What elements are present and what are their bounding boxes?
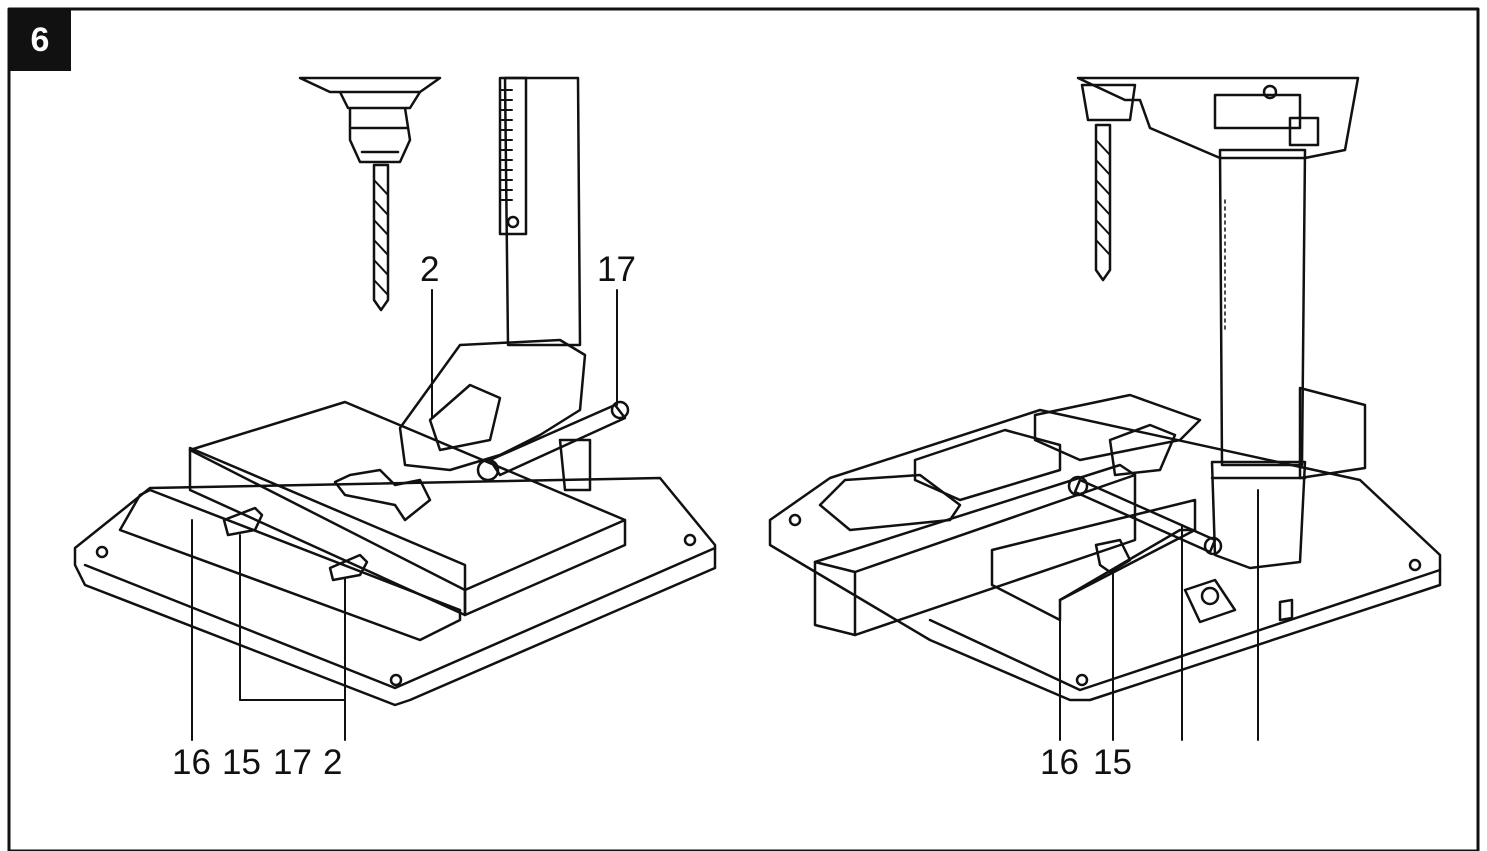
left-leader-lines bbox=[191, 289, 618, 741]
callout-label: 16 bbox=[172, 743, 211, 782]
left-base-plate bbox=[73, 476, 717, 707]
callout-label: 2 bbox=[420, 250, 440, 289]
right-chuck bbox=[1080, 83, 1137, 122]
callout-label: 17 bbox=[273, 743, 312, 782]
right-leader-lines bbox=[1059, 489, 1259, 741]
left-rack bbox=[498, 76, 528, 236]
right-back-block bbox=[1298, 386, 1367, 480]
figure-number-badge: 6 bbox=[9, 9, 71, 71]
right-workpiece bbox=[813, 463, 1137, 637]
left-column bbox=[503, 76, 582, 347]
right-column bbox=[1218, 148, 1307, 467]
left-drill-press-view bbox=[73, 76, 717, 707]
left-drill-bit bbox=[372, 163, 390, 312]
right-drill-press-view bbox=[768, 76, 1442, 702]
callout-label: 15 bbox=[1093, 743, 1132, 782]
right-clamp-knob bbox=[1094, 538, 1132, 574]
callout-label: 16 bbox=[1040, 743, 1079, 782]
left-clamp-rod bbox=[488, 403, 627, 477]
left-clamp-knob-2 bbox=[328, 553, 369, 582]
callout-label: 17 bbox=[597, 250, 636, 289]
callout-label: 15 bbox=[222, 743, 261, 782]
right-drill-bit bbox=[1094, 123, 1112, 282]
left-chuck bbox=[298, 76, 442, 164]
left-clamp-knob-1 bbox=[222, 506, 264, 537]
right-base-plate bbox=[768, 408, 1442, 702]
left-fence bbox=[188, 446, 467, 617]
right-clamp-rod bbox=[1073, 478, 1217, 554]
callout-label: 2 bbox=[323, 743, 343, 782]
left-table-arm bbox=[398, 338, 587, 472]
